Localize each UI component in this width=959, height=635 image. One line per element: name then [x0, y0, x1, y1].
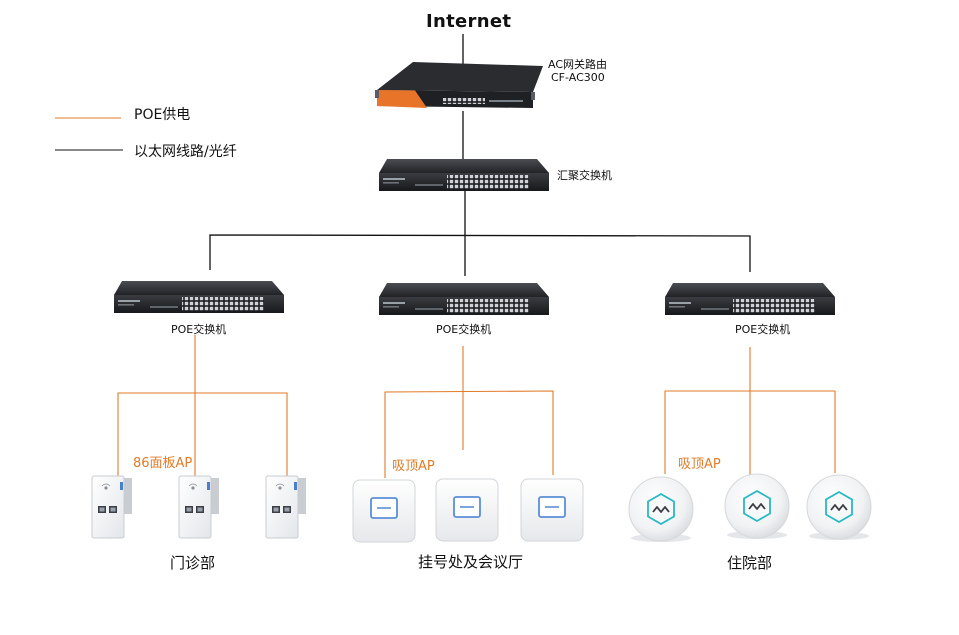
legend-ethernet-label: 以太网线路/光纤 — [134, 144, 237, 160]
link-aggregation-branches — [209, 234, 751, 272]
ethernet-links — [209, 34, 751, 276]
round-ceiling-ap-icon — [724, 473, 790, 540]
panel-ap-2[interactable] — [178, 475, 220, 539]
poe-switch-label-1: POE交换机 — [171, 323, 227, 336]
poe-links — [117, 335, 836, 478]
rack-switch-icon — [379, 283, 549, 315]
internet-label: Internet — [426, 11, 512, 32]
zone-registration-label: 挂号处及会议厅 — [418, 553, 524, 571]
poe-switch-outpatient[interactable] — [114, 281, 284, 313]
square-ceiling-ap-2[interactable] — [435, 478, 499, 542]
panel-ap-1[interactable] — [91, 475, 133, 539]
ac-gateway-name-label: AC网关路由 — [548, 58, 608, 71]
poe-link-outpatient-branch — [117, 392, 288, 476]
wall-panel-ap-icon — [265, 475, 307, 539]
square-ceiling-ap-icon — [352, 479, 416, 543]
wall-panel-ap-icon — [91, 475, 133, 539]
poe-switch-label-3: POE交换机 — [735, 323, 791, 336]
ceiling-ap-type-label-2: 吸顶AP — [678, 457, 721, 472]
rack-router-icon — [375, 62, 543, 108]
aggregation-switch[interactable] — [379, 159, 549, 191]
aggregation-switch-label: 汇聚交换机 — [557, 169, 612, 182]
zone-outpatient-label: 门诊部 — [170, 554, 216, 572]
poe-switch-label-2: POE交换机 — [436, 323, 492, 336]
ac-gateway-model-label: CF-AC300 — [551, 71, 605, 84]
square-ceiling-ap-3[interactable] — [520, 478, 584, 542]
round-ceiling-ap-1[interactable] — [628, 476, 694, 543]
rack-switch-icon — [379, 159, 549, 191]
round-ceiling-ap-icon — [806, 474, 872, 541]
outpatient-panel-aps — [91, 475, 307, 539]
round-ceiling-ap-icon — [628, 476, 694, 543]
poe-switch-registration[interactable] — [379, 283, 549, 315]
ac-gateway-router[interactable] — [375, 62, 543, 108]
inpatient-ceiling-aps — [628, 473, 872, 543]
ceiling-ap-type-label-1: 吸顶AP — [392, 459, 435, 474]
square-ceiling-ap-icon — [520, 478, 584, 542]
square-ceiling-ap-1[interactable] — [352, 479, 416, 543]
rack-switch-icon — [665, 283, 835, 315]
registration-ceiling-aps — [352, 478, 584, 543]
rack-switch-icon — [114, 281, 284, 313]
wall-panel-ap-icon — [178, 475, 220, 539]
poe-link-inpatient-branch — [664, 390, 836, 474]
square-ceiling-ap-icon — [435, 478, 499, 542]
zone-inpatient-label: 住院部 — [727, 554, 773, 572]
round-ceiling-ap-3[interactable] — [806, 474, 872, 541]
poe-link-registration-branch — [384, 390, 554, 478]
panel-ap-type-label: 86面板AP — [133, 456, 193, 471]
panel-ap-3[interactable] — [265, 475, 307, 539]
round-ceiling-ap-2[interactable] — [724, 473, 790, 540]
legend-poe-label: POE供电 — [134, 107, 191, 123]
legend — [55, 117, 123, 151]
poe-switch-inpatient[interactable] — [665, 283, 835, 315]
